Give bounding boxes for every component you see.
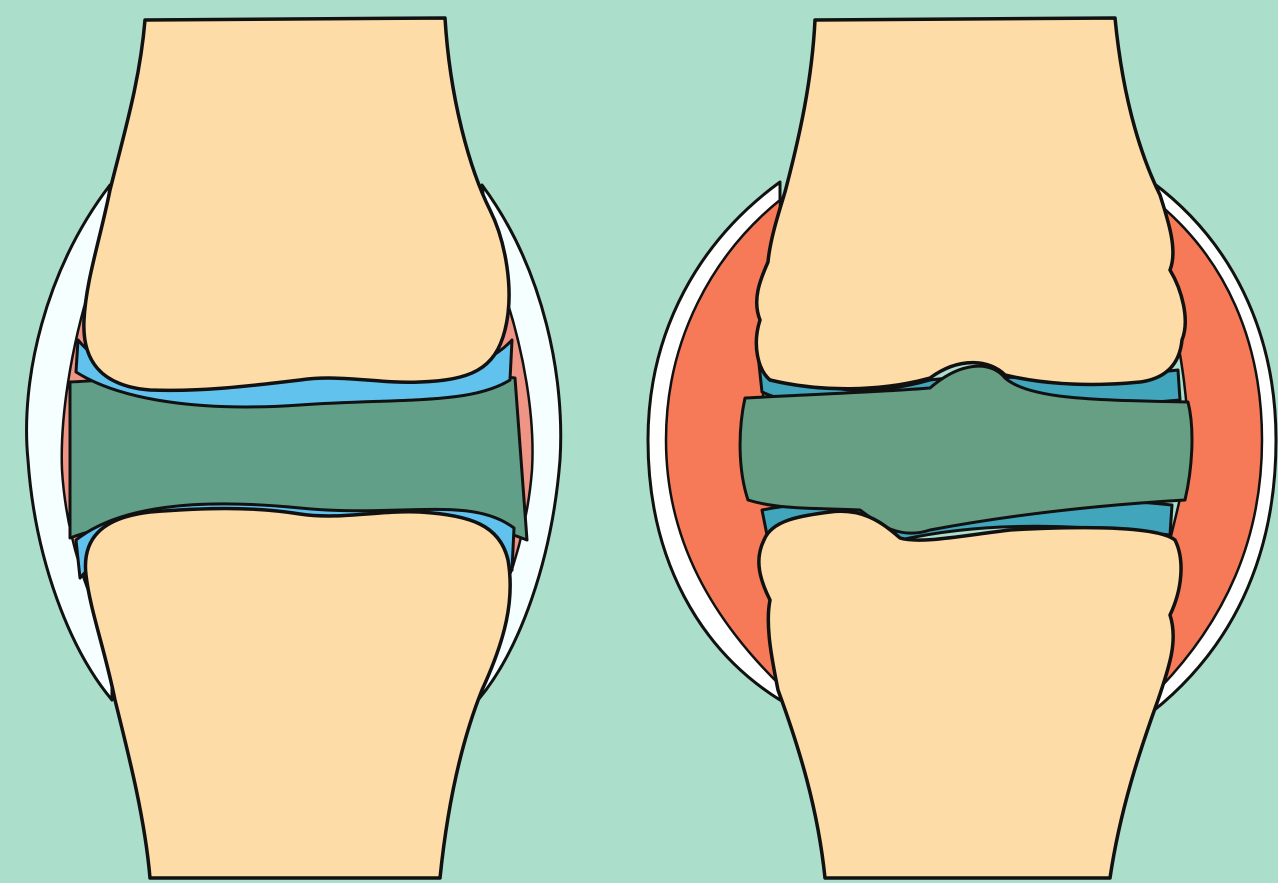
lower-bone: [85, 509, 510, 879]
lower-bone: [759, 511, 1181, 878]
upper-bone: [756, 18, 1185, 389]
upper-bone: [84, 18, 509, 390]
